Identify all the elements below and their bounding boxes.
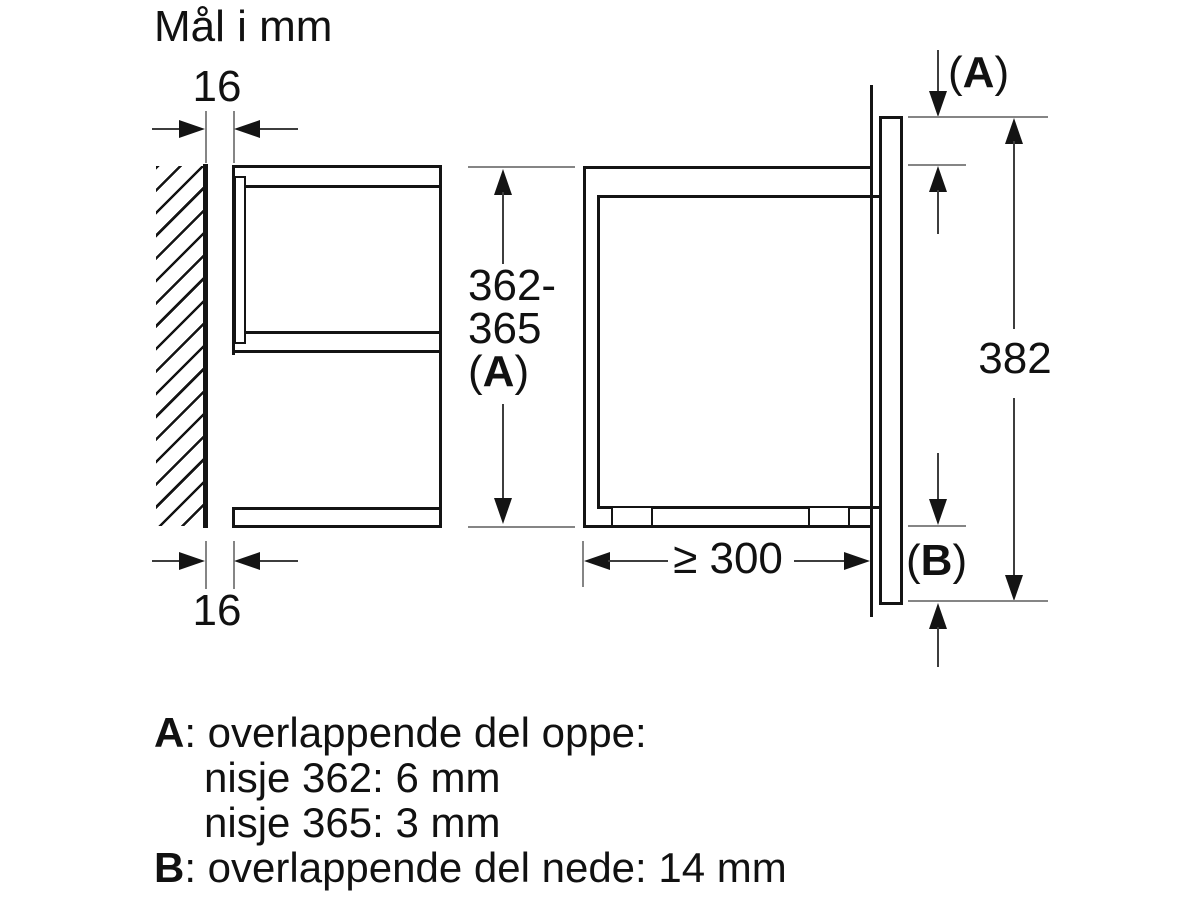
- appliance-outer-top-line: [583, 166, 872, 169]
- dim-wall-gap-bottom-label: 16: [192, 586, 242, 635]
- note-line-b: B: overlappende del nede: 14 mm: [154, 844, 787, 891]
- dim-wall-gap-top-tick-left: [205, 111, 207, 163]
- appliance-inner-left-line: [597, 195, 600, 509]
- note-line-a: A: overlappende del oppe:: [154, 709, 647, 756]
- dim-niche-height-value-2: 365: [468, 304, 542, 353]
- dim-front-height-line-lower: [1013, 398, 1015, 578]
- cabinet-top-board-inner-line: [245, 185, 442, 188]
- cabinet-top-line: [232, 165, 442, 168]
- notes-block: A: overlappende del oppe: nisje 362: 6 m…: [154, 710, 787, 890]
- dim-wall-gap-bottom-arrow-left-icon: [234, 552, 260, 570]
- dim-niche-height-label: 362- 365 (A): [468, 261, 557, 396]
- appliance-front-frame: [879, 116, 903, 605]
- dim-depth-label: ≥ 300: [673, 534, 783, 583]
- dim-niche-height-line-lower: [502, 404, 504, 502]
- cabinet-middle-board-top-line: [245, 331, 442, 334]
- appliance-inner-top-line: [597, 195, 880, 198]
- dim-niche-height-ref-a: (A): [468, 347, 530, 396]
- dim-niche-height-arrow-down-icon: [494, 498, 512, 524]
- dim-frame-bottom-ext-line: [908, 600, 1048, 602]
- dim-overlap-bottom-arrow-down-icon: [929, 499, 947, 525]
- dim-overlap-top-label: (A): [948, 48, 1010, 97]
- dim-niche-height-ext-top: [468, 166, 575, 168]
- cabinet-right-line: [439, 165, 442, 528]
- dim-appliance-top-ext-line: [908, 164, 966, 166]
- dim-wall-gap-bottom-tick-left: [205, 541, 207, 589]
- dim-niche-height-ext-bottom: [468, 526, 575, 528]
- dim-niche-height-line-upper: [502, 192, 504, 264]
- dim-wall-gap-bottom-arrow-right-icon: [179, 552, 205, 570]
- wall-hatching: [156, 166, 204, 526]
- cabinet-front-edge-line: [870, 85, 873, 617]
- dim-wall-gap-top-line-left: [152, 128, 182, 130]
- note-line-nisje-365: nisje 365: 3 mm: [204, 799, 501, 846]
- appliance-foot-left: [611, 506, 653, 527]
- page-title: Mål i mm: [154, 2, 333, 51]
- dim-wall-gap-bottom-line-left: [152, 560, 182, 562]
- dim-overlap-bottom-label: (B): [906, 536, 968, 585]
- cabinet-back-strip: [234, 176, 246, 344]
- dim-wall-gap-top-arrow-left-icon: [234, 120, 260, 138]
- dim-niche-height-value-1: 362-: [468, 261, 557, 310]
- dim-front-height-line-upper: [1013, 141, 1015, 329]
- dim-wall-gap-top-line-right: [260, 128, 298, 130]
- cabinet-left-line: [232, 165, 235, 355]
- dim-wall-gap-top-arrow-right-icon: [179, 120, 205, 138]
- appliance-inner-bottom-line: [597, 506, 880, 509]
- dim-overlap-top-arrow-up-icon: [929, 166, 947, 192]
- dim-overlap-bottom-arrow-up-icon: [929, 603, 947, 629]
- cabinet-middle-board-bottom-line: [232, 350, 442, 353]
- dim-niche-height-arrow-up-icon: [494, 169, 512, 195]
- dim-wall-gap-bottom-line-right: [260, 560, 298, 562]
- dim-depth-tick-left: [582, 541, 584, 587]
- dim-depth-line-left: [608, 560, 668, 562]
- dim-front-height-label: 382: [978, 334, 1052, 383]
- dim-depth-arrow-right-icon: [844, 552, 870, 570]
- dim-frame-top-ext-line: [908, 116, 1048, 118]
- dim-depth-line-right: [794, 560, 844, 562]
- dim-appliance-bottom-ext-line: [908, 525, 966, 527]
- cabinet-bottom-board: [232, 507, 442, 528]
- dim-overlap-bottom-line-upper: [937, 453, 939, 501]
- dim-overlap-top-line: [937, 50, 939, 95]
- dim-overlap-top-line-lower: [937, 190, 939, 234]
- dim-overlap-bottom-line-lower: [937, 627, 939, 667]
- note-line-nisje-362: nisje 362: 6 mm: [204, 754, 501, 801]
- wall-line: [203, 164, 208, 528]
- appliance-outer-bottom-line: [583, 525, 872, 528]
- appliance-foot-right: [808, 506, 850, 527]
- appliance-outer-left-line: [583, 166, 586, 528]
- dim-depth-arrow-left-icon: [584, 552, 610, 570]
- dim-front-height-arrow-down-icon: [1005, 575, 1023, 601]
- dim-front-height-arrow-up-icon: [1005, 118, 1023, 144]
- dim-overlap-top-arrow-down-icon: [929, 91, 947, 117]
- dim-wall-gap-top-label: 16: [192, 62, 242, 111]
